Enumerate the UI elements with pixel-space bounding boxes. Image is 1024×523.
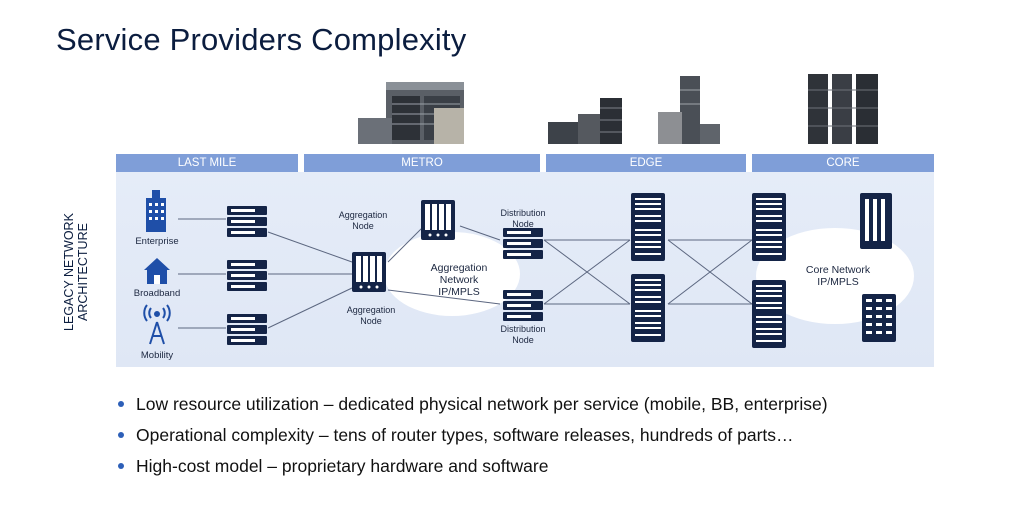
bullet-item: Low resource utilization – dedicated phy… bbox=[116, 393, 828, 424]
aggregation-network-cloud bbox=[384, 232, 520, 316]
aggregation-network-line-3: IP/MPLS bbox=[438, 286, 480, 298]
slide-title: Service Providers Complexity bbox=[56, 22, 467, 57]
bullet-dot bbox=[118, 432, 124, 438]
broadband-label: Broadband bbox=[133, 288, 181, 299]
aggregation-node-label-top: Aggregation Node bbox=[338, 210, 388, 231]
distribution-node-label-bottom: Distribution Node bbox=[500, 324, 546, 345]
bullet-text: Operational complexity – tens of router … bbox=[136, 425, 794, 445]
building-icon bbox=[146, 190, 166, 232]
last-mile-switch-3 bbox=[227, 314, 267, 345]
home-icon bbox=[144, 258, 170, 284]
core-router-1 bbox=[752, 193, 786, 261]
core-router-4 bbox=[862, 294, 896, 342]
cell-tower-icon bbox=[143, 304, 171, 345]
core-router-image bbox=[808, 74, 878, 144]
distribution-node-bottom bbox=[503, 290, 543, 321]
link-lines bbox=[178, 218, 753, 329]
bullet-dot bbox=[118, 463, 124, 469]
core-network-label: Core Network IP/MPLS bbox=[788, 264, 888, 288]
distribution-node-top bbox=[503, 228, 543, 259]
aggregation-network-label: Aggregation Network IP/MPLS bbox=[416, 262, 502, 298]
section-metro: METRO bbox=[304, 154, 540, 172]
distribution-node-label-top: Distribution Node bbox=[500, 208, 546, 229]
aggregation-network-line-1: Aggregation bbox=[430, 262, 488, 274]
edge-router-bottom bbox=[631, 274, 665, 342]
edge-router-image-right bbox=[658, 76, 720, 144]
enterprise-label: Enterprise bbox=[135, 236, 179, 247]
core-router-3 bbox=[860, 193, 892, 249]
bullet-item: Operational complexity – tens of router … bbox=[116, 424, 828, 455]
bullet-list: Low resource utilization – dedicated phy… bbox=[116, 393, 828, 486]
section-last-mile: LAST MILE bbox=[116, 154, 298, 172]
core-network-line-1: Core Network bbox=[805, 264, 871, 276]
edge-router-top bbox=[631, 193, 665, 261]
bullet-text: Low resource utilization – dedicated phy… bbox=[136, 394, 828, 414]
aggregation-network-line-2: Network bbox=[439, 274, 479, 286]
core-router-2 bbox=[752, 280, 786, 348]
mobility-label: Mobility bbox=[140, 350, 174, 361]
metro-router-image bbox=[358, 82, 464, 144]
last-mile-switch-2 bbox=[227, 260, 267, 291]
edge-router-image-left bbox=[548, 98, 622, 144]
core-network-line-2: IP/MPLS bbox=[817, 276, 859, 288]
aggregation-node-top bbox=[421, 200, 455, 240]
section-core: CORE bbox=[752, 154, 934, 172]
section-edge: EDGE bbox=[546, 154, 746, 172]
bullet-item: High-cost model – proprietary hardware a… bbox=[116, 455, 828, 486]
bullet-text: High-cost model – proprietary hardware a… bbox=[136, 456, 549, 476]
last-mile-switch-1 bbox=[227, 206, 267, 237]
aggregation-node-bottom bbox=[352, 252, 386, 292]
bullet-dot bbox=[118, 401, 124, 407]
aggregation-node-label-bottom: Aggregation Node bbox=[346, 305, 396, 326]
